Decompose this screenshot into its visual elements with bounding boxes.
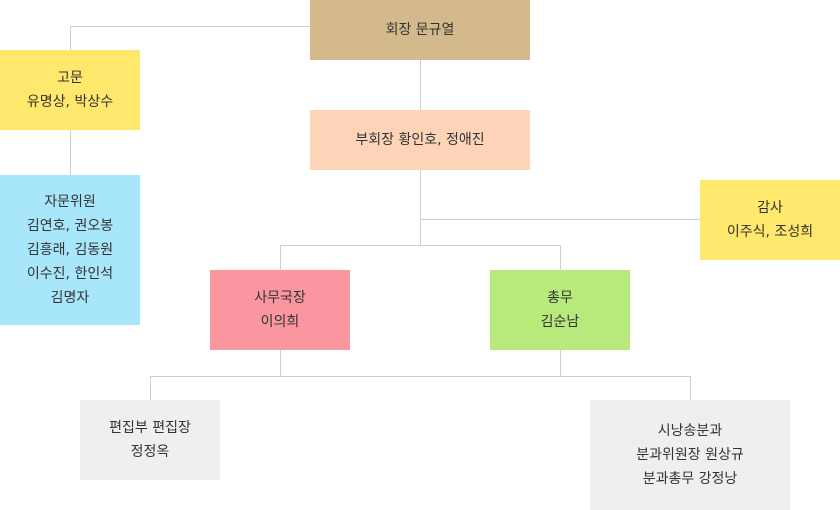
consultants-names-3: 이수진, 한인석 [26,266,114,282]
sinan-branch-chair: 분과위원장 원상규 [636,447,744,463]
connector-secretary-down [280,350,281,376]
secretary-general-box: 사무국장 이의희 [210,270,350,350]
sinan-branch-title: 시낭송분과 [657,423,723,439]
sinan-branch-box: 시낭송분과 분과위원장 원상규 분과총무 강정낭 [590,400,790,510]
president-label: 회장 문규열 [385,22,455,38]
auditor-names: 이주식, 조성희 [726,224,814,240]
connector-general-down [560,350,561,376]
consultants-names-4: 김명자 [50,290,90,306]
consultants-names-1: 김연호, 권오봉 [26,218,114,234]
vice-president-label: 부회장 황인호, 정애진 [355,132,485,148]
vice-president-box: 부회장 황인호, 정애진 [310,110,530,170]
sinan-branch-secretary: 분과총무 강정낭 [642,471,738,487]
connector-president-advisor-v [70,26,71,50]
editorial-name: 정정옥 [130,444,170,460]
general-affairs-name: 김순남 [540,314,580,330]
editorial-title: 편집부 편집장 [109,420,191,436]
consultants-title: 자문위원 [44,194,96,210]
connector-advisor-consultants [70,130,71,175]
connector-bottom-h [150,376,691,377]
auditor-box: 감사 이주식, 조성희 [700,180,840,260]
advisor-box: 고문 유명상, 박상수 [0,50,140,130]
general-affairs-box: 총무 김순남 [490,270,630,350]
secretary-general-name: 이의희 [260,314,300,330]
advisor-names: 유명상, 박상수 [26,94,114,110]
connector-branch-left-v [280,245,281,270]
connector-branch-h [280,245,561,246]
advisor-title: 고문 [57,70,83,86]
auditor-title: 감사 [757,200,783,216]
secretary-general-title: 사무국장 [254,290,306,306]
editorial-box: 편집부 편집장 정정옥 [80,400,220,480]
connector-editorial-v [150,376,151,400]
connector-president-vice [420,60,421,110]
connector-auditor-h [420,219,700,220]
president-box: 회장 문규열 [310,0,530,60]
connector-branch-right-v [560,245,561,270]
consultants-box: 자문위원 김연호, 권오봉 김흥래, 김동원 이수진, 한인석 김명자 [0,175,140,325]
connector-vice-trunk [420,170,421,245]
general-affairs-title: 총무 [547,290,573,306]
connector-sinan-v [690,376,691,400]
consultants-names-2: 김흥래, 김동원 [26,242,114,258]
connector-president-advisor-h [70,26,310,27]
